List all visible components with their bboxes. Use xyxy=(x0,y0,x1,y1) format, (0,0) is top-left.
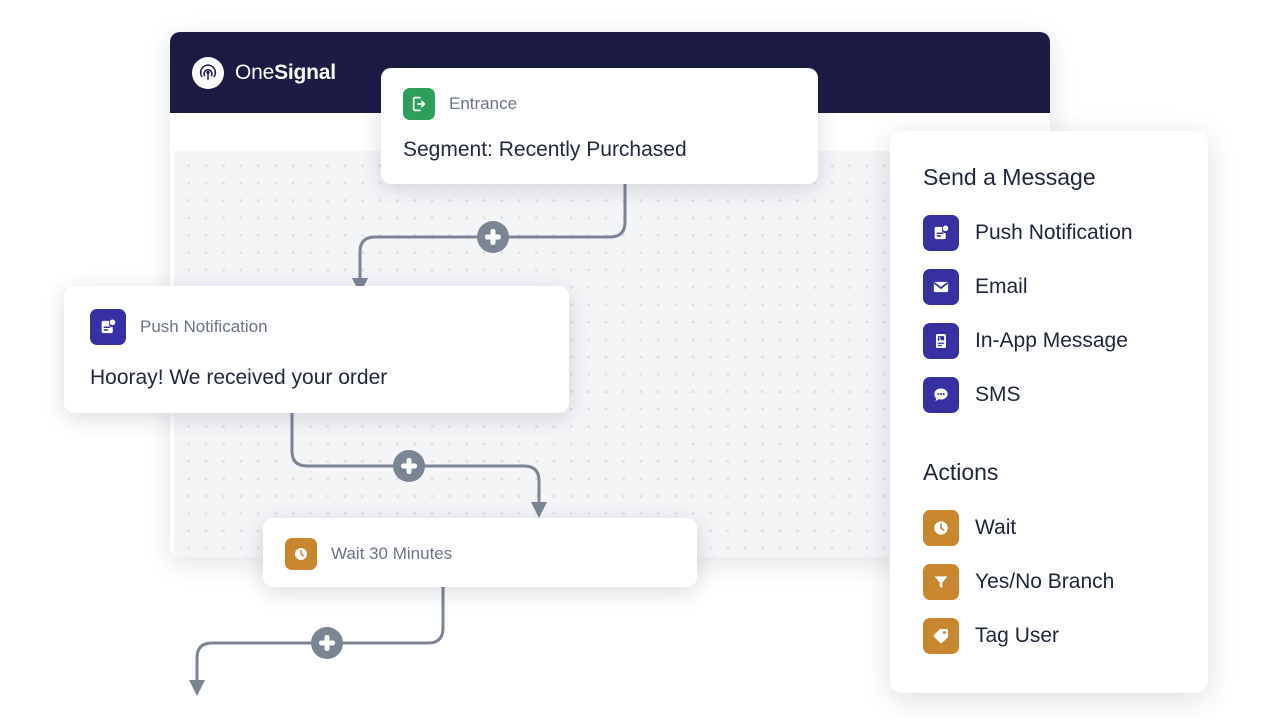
clock-icon xyxy=(923,510,959,546)
palette-item-label: SMS xyxy=(975,383,1021,406)
flow-node-entrance-header: Entrance xyxy=(403,88,796,120)
onesignal-signal-icon xyxy=(192,56,224,89)
palette-item-wait[interactable]: Wait xyxy=(923,501,1208,555)
palette-item-label: Wait xyxy=(975,516,1017,539)
palette-section-title-messages: Send a Message xyxy=(923,164,1096,190)
brand-name: OneSignal xyxy=(235,61,336,85)
brand-name-part1: One xyxy=(235,60,275,84)
palette-item-label: In-App Message xyxy=(975,329,1128,352)
add-step-3[interactable] xyxy=(311,627,343,659)
flow-node-entrance-body: Segment: Recently Purchased xyxy=(403,138,687,161)
clock-icon xyxy=(285,538,317,570)
palette-item-email[interactable]: Email xyxy=(923,260,1208,314)
palette-section-title-actions: Actions xyxy=(923,459,999,485)
brand-name-part2: Signal xyxy=(274,60,336,84)
step-palette-panel: Send a Message Push Notification Email xyxy=(890,131,1208,693)
flow-node-push-header: Push Notification xyxy=(90,309,543,345)
palette-item-sms[interactable]: SMS xyxy=(923,368,1208,422)
tag-icon xyxy=(923,618,959,654)
flow-node-entrance-type: Entrance xyxy=(449,94,518,113)
flow-node-push-type: Push Notification xyxy=(140,317,268,336)
in-app-message-icon xyxy=(923,323,959,359)
flow-node-entrance[interactable]: Entrance Segment: Recently Purchased xyxy=(381,68,818,184)
flow-node-wait-type: Wait 30 Minutes xyxy=(331,544,453,563)
flow-node-push[interactable]: Push Notification Hooray! We received yo… xyxy=(64,286,569,413)
push-notification-icon xyxy=(90,309,126,345)
palette-item-tag-user[interactable]: Tag User xyxy=(923,609,1208,663)
palette-item-label: Push Notification xyxy=(975,221,1133,244)
sms-bubble-icon xyxy=(923,377,959,413)
palette-item-in-app-message[interactable]: In-App Message xyxy=(923,314,1208,368)
flow-node-wait[interactable]: Wait 30 Minutes xyxy=(263,518,697,587)
email-envelope-icon xyxy=(923,269,959,305)
entrance-door-icon xyxy=(403,88,435,120)
push-notification-icon xyxy=(923,215,959,251)
flow-node-wait-header: Wait 30 Minutes xyxy=(285,538,697,570)
palette-item-label: Yes/No Branch xyxy=(975,570,1115,593)
palette-item-label: Tag User xyxy=(975,624,1060,647)
add-step-1[interactable] xyxy=(477,221,509,253)
palette-item-push-notification[interactable]: Push Notification xyxy=(923,206,1208,260)
flow-node-push-body: Hooray! We received your order xyxy=(90,366,388,389)
funnel-icon xyxy=(923,564,959,600)
add-step-2[interactable] xyxy=(393,450,425,482)
palette-item-yes-no-branch[interactable]: Yes/No Branch xyxy=(923,555,1208,609)
palette-item-label: Email xyxy=(975,275,1028,298)
